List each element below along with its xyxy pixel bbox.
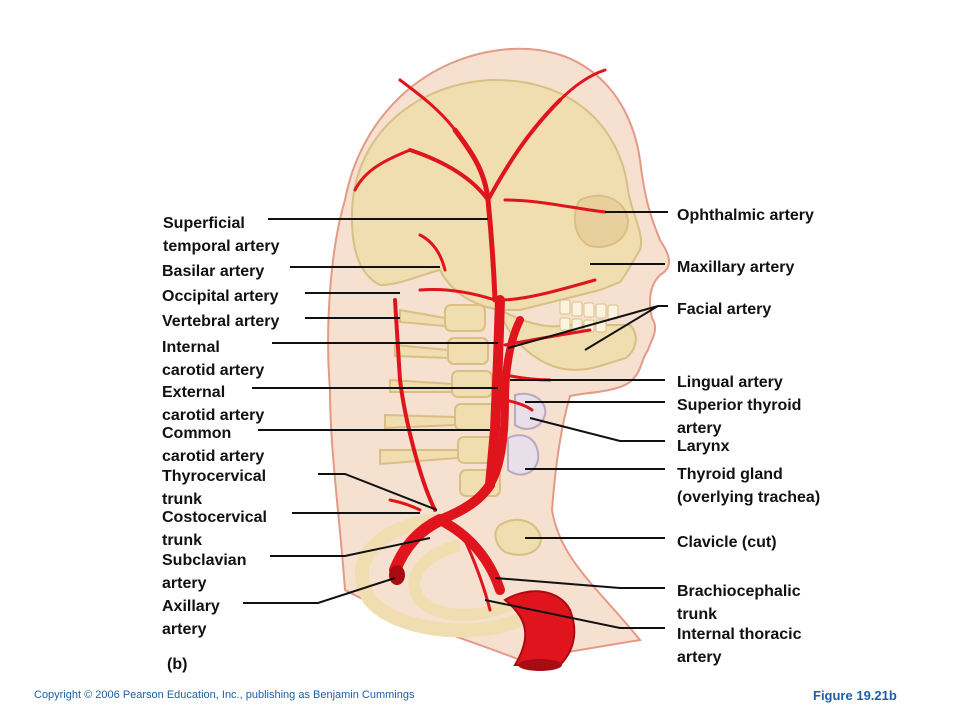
label-internal-carotid-artery: Internal carotid artery [162,339,265,379]
skull [350,78,643,311]
thyroid-shape [507,434,540,476]
label-subclavian-artery: Subclavian artery [162,552,247,592]
first-rib [354,513,523,638]
label-facial-artery: Facial artery [677,301,772,318]
label-thyroid-gland: Thyroid gland (overlying trachea) [677,466,821,506]
label-brachiocephalic-trunk: Brachiocephalic trunk [677,583,801,623]
figure-number: Figure 19.21b [813,688,897,703]
eye-orbit [573,194,630,248]
label-vertebral-artery: Vertebral artery [162,313,280,330]
label-ophthalmic-artery: Ophthalmic artery [677,207,814,224]
arteries [353,68,607,612]
panel-tag: (b) [167,656,188,673]
clavicle-shape [494,518,542,556]
label-basilar-artery: Basilar artery [162,263,265,280]
second-rib [408,539,513,621]
label-larynx: Larynx [677,438,730,455]
label-occipital-artery: Occipital artery [162,288,279,305]
label-internal-thoracic-artery: Internal thoracic artery [677,626,802,666]
aorta-cut-end [518,659,562,671]
label-superior-thyroid-artery: Superior thyroid artery [677,397,802,437]
axillary-cut-end [389,565,405,585]
label-maxillary-artery: Maxillary artery [677,259,795,276]
teeth [559,299,619,333]
label-external-carotid-artery: External carotid artery [162,384,265,424]
label-thyrocervical-trunk: Thyrocervical trunk [162,468,267,508]
leader-lines-left [243,218,498,604]
label-axillary-artery: Axillary artery [162,598,220,638]
label-clavicle: Clavicle (cut) [677,534,777,551]
aortic-arch [503,590,576,666]
cervical-vertebrae [379,304,501,497]
label-common-carotid-artery: Common carotid artery [162,425,265,465]
label-superficial-temporal-artery: Superficial temporal artery [163,215,280,255]
label-lingual-artery: Lingual artery [677,374,783,391]
leader-lines-right [484,211,668,629]
copyright-notice: Copyright © 2006 Pearson Education, Inc.… [34,689,415,701]
jaw [498,308,637,371]
label-costocervical-trunk: Costocervical trunk [162,509,267,549]
